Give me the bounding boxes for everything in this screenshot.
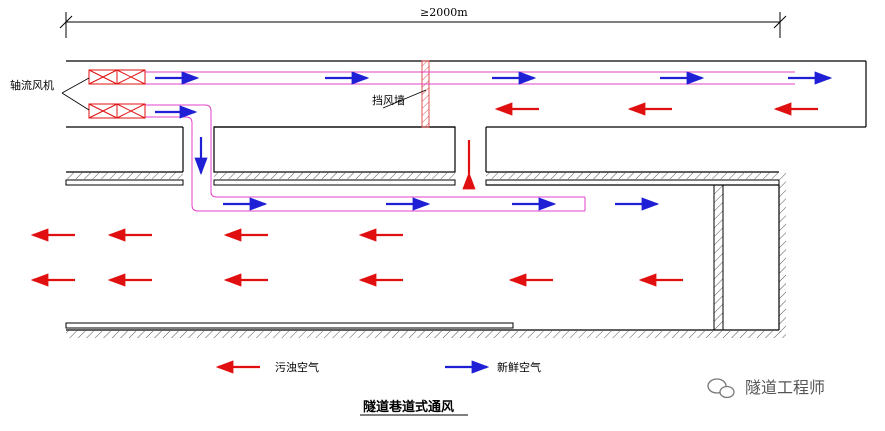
watermark: 隧道工程师 — [707, 378, 825, 399]
fresh-air-arrows — [155, 71, 833, 211]
legend-fresh-label: 新鲜空气 — [497, 360, 541, 374]
wind-wall — [421, 60, 430, 128]
legend: 污浊空气 新鲜空气 — [215, 360, 541, 374]
fan-lower — [88, 103, 146, 119]
dirty-air-arrows — [30, 102, 818, 287]
dimension-line: ≥2000m — [59, 6, 787, 38]
fan-label: 轴流风机 — [10, 78, 54, 92]
watermark-text: 隧道工程师 — [745, 378, 825, 397]
middle-hatching — [65, 172, 780, 186]
wechat-icon — [707, 378, 735, 399]
lower-tunnel — [65, 172, 786, 338]
legend-dirty-label: 污浊空气 — [275, 360, 319, 374]
fan-leaders — [61, 77, 90, 111]
middle-walls — [66, 126, 779, 173]
diagram-title: 隧道巷道式通风 — [363, 399, 454, 415]
dimension-label: ≥2000m — [420, 6, 468, 19]
fan-upper — [88, 69, 146, 85]
wall-label: 挡风墙 — [372, 93, 405, 107]
